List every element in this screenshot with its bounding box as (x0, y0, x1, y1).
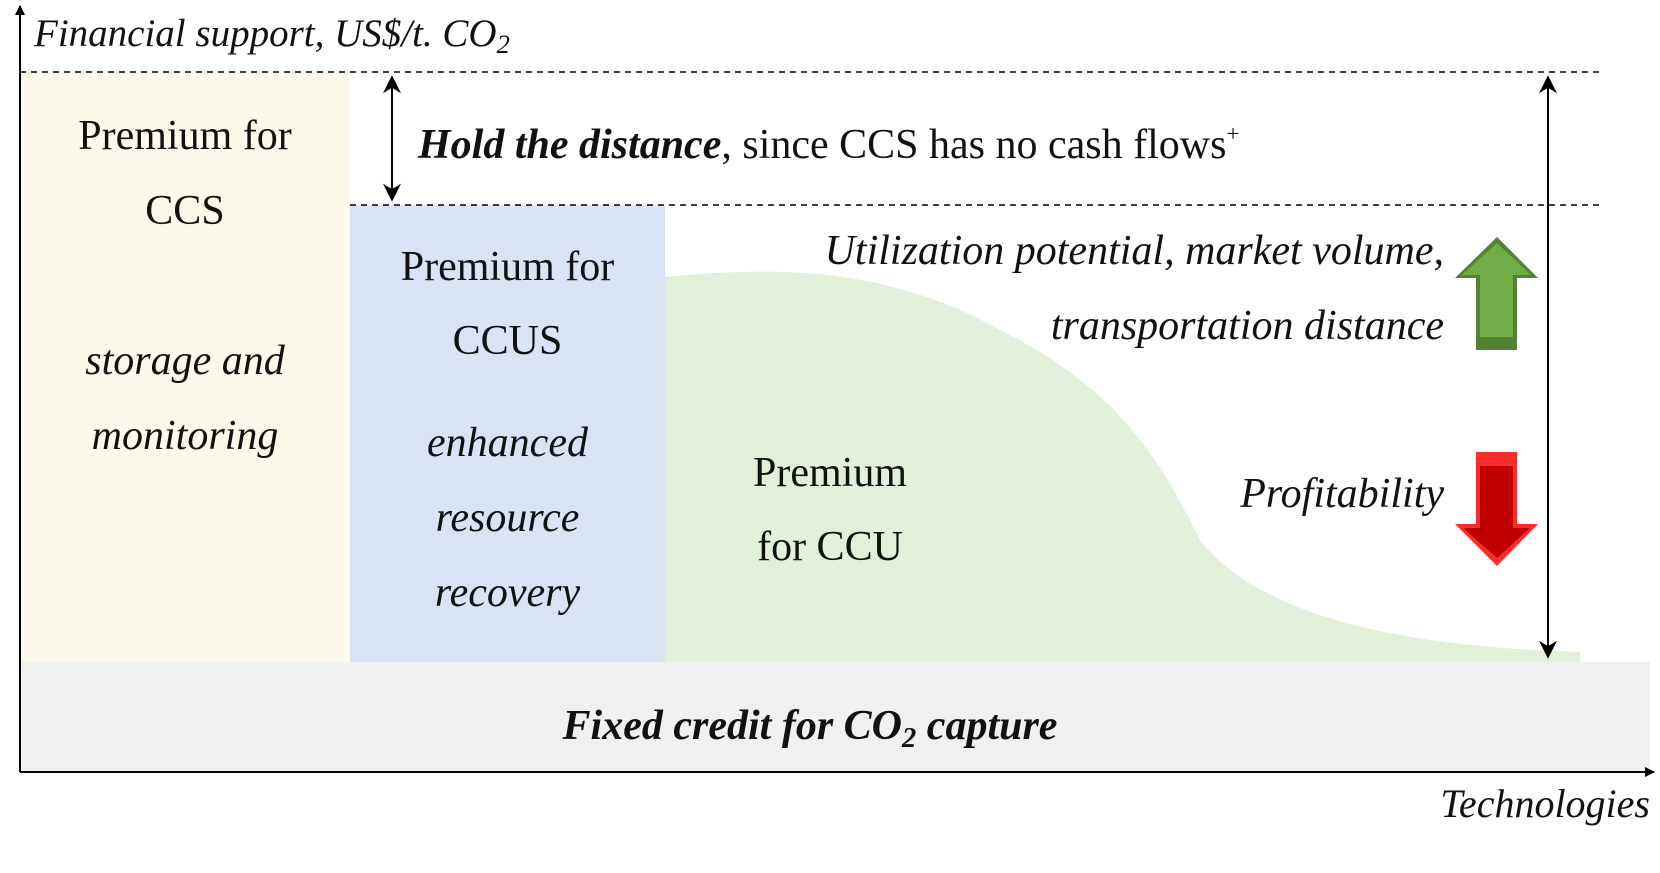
y-axis-label: Financial support, US$/t. CO2 (34, 12, 510, 58)
distance-annotation-bold: Hold the distance (418, 122, 722, 168)
y-axis-label-subscript: 2 (496, 29, 510, 60)
ccus-desc-line2: resource (435, 495, 580, 541)
fixed-credit-label-subscript: 2 (902, 722, 917, 754)
y-axis-label-main: Financial support, US$/t. CO (34, 12, 497, 55)
ccs-title-line1: Premium for (78, 113, 292, 159)
x-axis-label: Technologies (1440, 781, 1650, 826)
fixed-credit-label-pre: Fixed credit for CO (562, 703, 903, 749)
ccs-title-line2: CCS (145, 188, 225, 234)
down-arrow-icon (1455, 452, 1538, 566)
profitability-label: Profitability (1240, 471, 1444, 517)
ccu-title-line1: Premium (753, 450, 907, 496)
fixed-credit-block (20, 662, 1650, 772)
drivers-line1: Utilization potential, market volume, (824, 228, 1444, 274)
ccs-desc-line1: storage and (85, 338, 285, 384)
fixed-credit-label-post: capture (916, 703, 1058, 749)
ccus-title-line2: CCUS (452, 318, 563, 364)
ccs-premium-block (20, 72, 350, 662)
ccu-title-line2: for CCU (757, 524, 903, 570)
ccus-title-line1: Premium for (400, 244, 615, 290)
ccu-premium-area (665, 271, 1580, 662)
ccus-desc-line1: enhanced (427, 420, 588, 466)
up-arrow-icon (1455, 237, 1538, 350)
distance-annotation-rest: , since CCS has no cash flows (721, 122, 1227, 168)
distance-annotation: Hold the distance, since CCS has no cash… (418, 121, 1240, 168)
ccus-premium-block (350, 205, 665, 662)
ccus-desc-line3: recovery (434, 570, 581, 616)
fixed-credit-label: Fixed credit for CO2 capture (20, 703, 1600, 753)
drivers-line2: transportation distance (1050, 303, 1444, 349)
distance-annotation-sup: + (1226, 119, 1240, 146)
ccs-desc-line2: monitoring (91, 413, 279, 459)
